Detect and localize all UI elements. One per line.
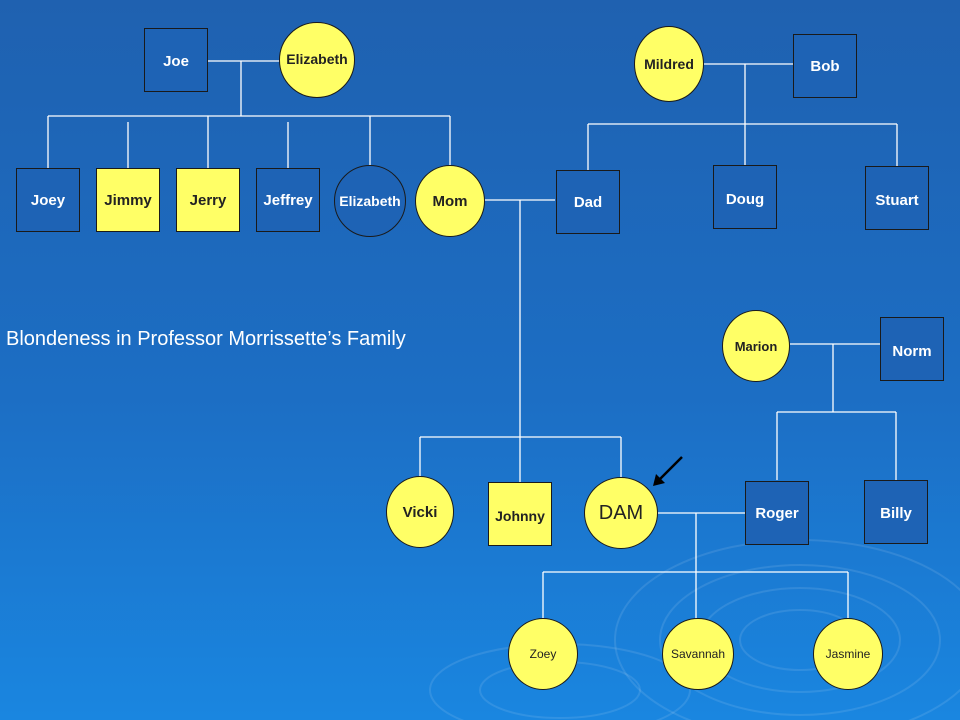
person-joe: Joe <box>144 28 208 92</box>
person-johnny: Johnny <box>488 482 552 546</box>
person-name: Jasmine <box>825 647 871 661</box>
person-name: Joe <box>163 53 189 70</box>
person-name: Johnny <box>495 508 545 524</box>
person-vicki: Vicki <box>386 476 454 548</box>
person-name: Jeffrey <box>263 191 313 209</box>
diagram-title: Blondeness in Professor Morrissette’s Fa… <box>6 328 406 350</box>
person-name: Mildred <box>644 56 694 72</box>
person-name: Elizabeth <box>286 51 348 67</box>
person-jeffrey: Jeffrey <box>256 168 320 232</box>
person-bob: Bob <box>793 34 857 98</box>
person-name: Dad <box>573 193 603 211</box>
person-name: Mom <box>432 192 468 210</box>
person-norm: Norm <box>880 317 944 381</box>
person-name: Bob <box>810 57 840 75</box>
person-dam: DAM <box>584 477 658 549</box>
person-elizabeth-jr: Elizabeth <box>334 165 406 237</box>
person-doug: Doug <box>713 165 777 229</box>
person-billy: Billy <box>864 480 928 544</box>
person-savannah: Savannah <box>662 618 734 690</box>
person-name: Doug <box>725 191 765 208</box>
person-name: Billy <box>880 505 912 522</box>
person-jimmy: Jimmy <box>96 168 160 232</box>
person-name: Marion <box>734 338 778 354</box>
person-zoey: Zoey <box>508 618 578 690</box>
person-jasmine: Jasmine <box>813 618 883 690</box>
person-roger: Roger <box>745 481 809 545</box>
person-jerry: Jerry <box>176 168 240 232</box>
person-name: DAM <box>598 501 644 524</box>
person-name: Joey <box>30 191 66 209</box>
pointer-arrow-icon <box>653 456 683 486</box>
person-name: Norm <box>892 343 932 360</box>
person-name: Vicki <box>402 503 438 521</box>
person-elizabeth-sr: Elizabeth <box>279 22 355 98</box>
person-name: Savannah <box>670 647 726 661</box>
person-dad: Dad <box>556 170 620 234</box>
person-name: Zoey <box>529 647 557 661</box>
person-name: Stuart <box>875 192 919 209</box>
person-name: Elizabeth <box>339 193 401 209</box>
person-name: Jimmy <box>104 191 152 209</box>
person-name: Jerry <box>189 191 227 209</box>
person-mom: Mom <box>415 165 485 237</box>
person-marion: Marion <box>722 310 790 382</box>
person-joey: Joey <box>16 168 80 232</box>
person-name: Roger <box>755 504 799 522</box>
person-mildred: Mildred <box>634 26 704 102</box>
person-stuart: Stuart <box>865 166 929 230</box>
